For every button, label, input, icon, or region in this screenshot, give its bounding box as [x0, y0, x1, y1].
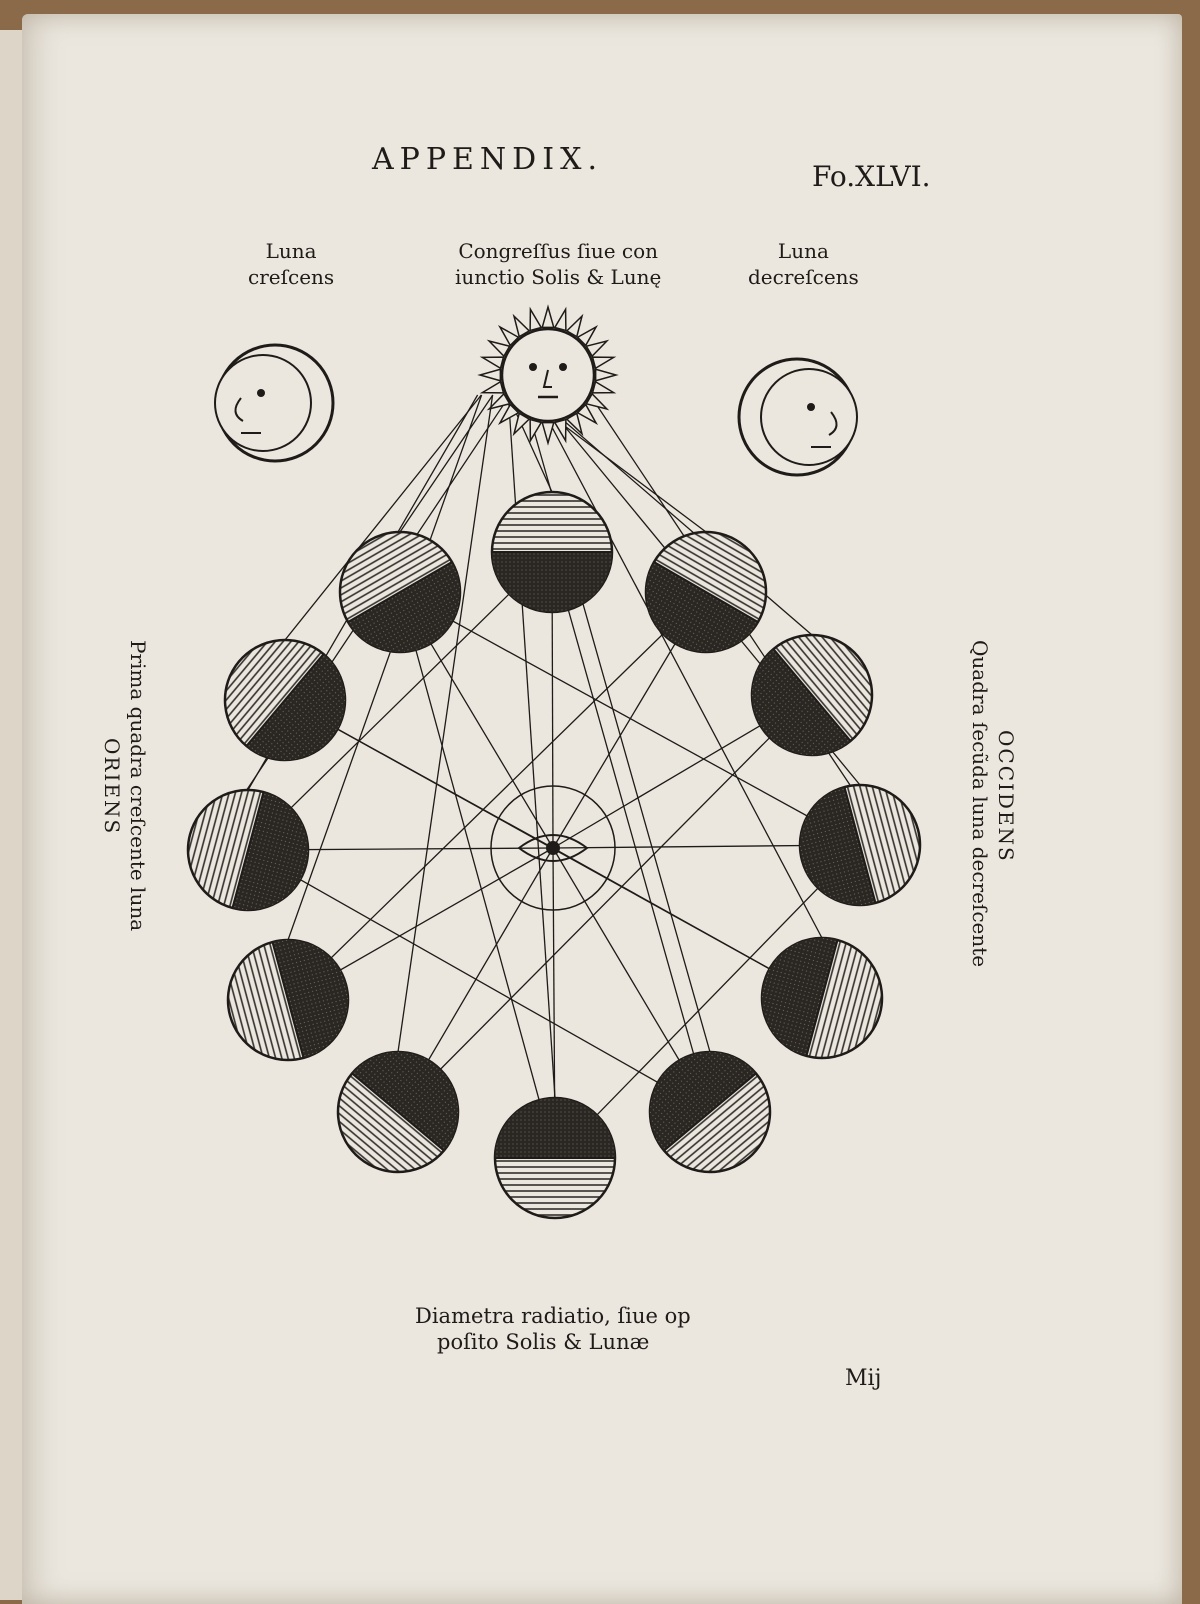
caption-line: decreſcens — [748, 265, 859, 289]
sun-face-icon — [477, 304, 619, 446]
moon-phase-icon — [798, 783, 922, 907]
waning-moon-face-icon — [737, 357, 858, 477]
moon-phase-icon — [338, 530, 462, 654]
moon-phase-icon — [648, 1050, 772, 1174]
moon-phase-icon — [223, 638, 347, 762]
moon-phase-icon — [750, 633, 874, 757]
page-heading: APPENDIX. — [372, 142, 603, 177]
moon-phase-icon — [226, 938, 350, 1062]
caption-line: Diametra radiatio, ſiue op — [415, 1304, 691, 1328]
caption-line: Luna — [265, 239, 317, 263]
moon-phase-icon — [186, 788, 310, 912]
moon-phase-icon — [644, 530, 768, 654]
earth-center-eye-icon — [490, 785, 616, 911]
caption-line: poſito Solis & Lunæ — [437, 1330, 650, 1354]
caption-luna-crescens: Luna creſcens — [248, 238, 334, 290]
caption-congressus: Congreſſus ſiue con iunctio Solis & Lunę — [455, 238, 661, 290]
moon-phase-icon — [493, 1096, 617, 1220]
moon-phase-icon — [336, 1050, 460, 1174]
caption-diametra: Diametra radiatio, ſiue op poſito Solis … — [415, 1303, 691, 1355]
caption-line: Congreſſus ſiue con — [458, 239, 659, 263]
signature-mark: Mij — [845, 1366, 882, 1391]
moon-phase-icon — [490, 490, 614, 614]
crescent-moon-face-icon — [214, 343, 335, 463]
moon-phase-icon — [760, 936, 884, 1060]
caption-line: creſcens — [248, 265, 335, 289]
caption-luna-decrescens: Luna decreſcens — [748, 238, 859, 290]
caption-line: iunctio Solis & Lunę — [455, 265, 662, 289]
caption-line: Luna — [777, 239, 829, 263]
folio-number: Fo.XLVI. — [812, 160, 931, 193]
